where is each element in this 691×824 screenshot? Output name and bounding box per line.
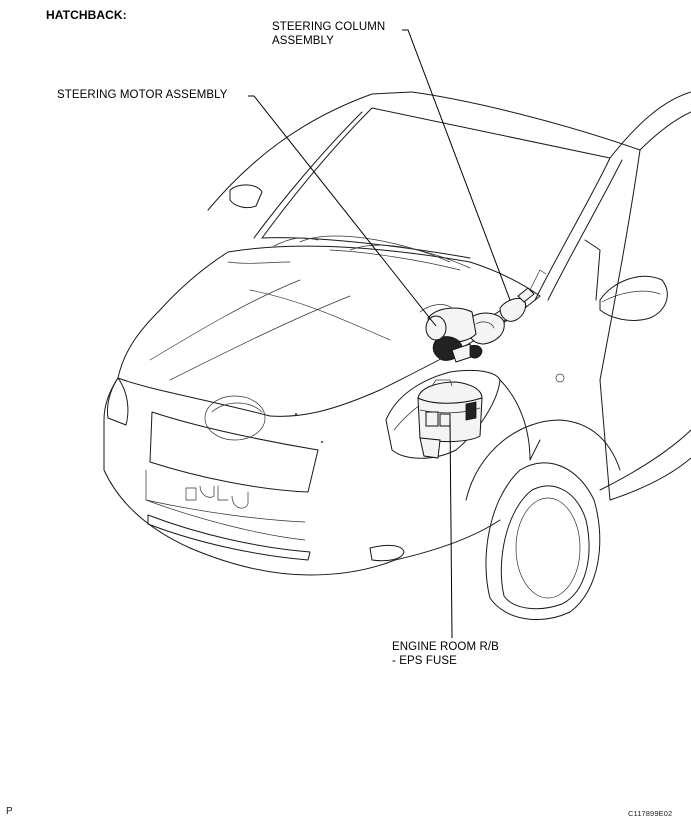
engine-room-leader <box>449 419 453 639</box>
figure-code: C117899E02 <box>628 809 673 818</box>
engine-room-label-line1: ENGINE ROOM R/B <box>392 641 499 653</box>
steering-column-label: STEERING COLUMN ASSEMBLY <box>272 21 385 48</box>
steering-column-label-line2: ASSEMBLY <box>272 34 334 47</box>
steering-motor-label: STEERING MOTOR ASSEMBLY <box>57 89 228 101</box>
diagram-title: HATCHBACK: <box>46 8 127 22</box>
steering-column-leader <box>402 29 511 301</box>
leader-lines <box>248 29 511 639</box>
engine-room-relay-box <box>417 379 483 459</box>
page-mark: P <box>6 806 13 817</box>
steering-column-label-line1: STEERING COLUMN <box>272 21 386 33</box>
engine-room-label-line2: - EPS FUSE <box>392 654 457 667</box>
engine-room-label: ENGINE ROOM R/B - EPS FUSE <box>392 641 499 668</box>
car-body-outline <box>103 91 691 620</box>
steering-motor-leader <box>248 95 437 327</box>
steering-assembly-part <box>419 269 547 363</box>
